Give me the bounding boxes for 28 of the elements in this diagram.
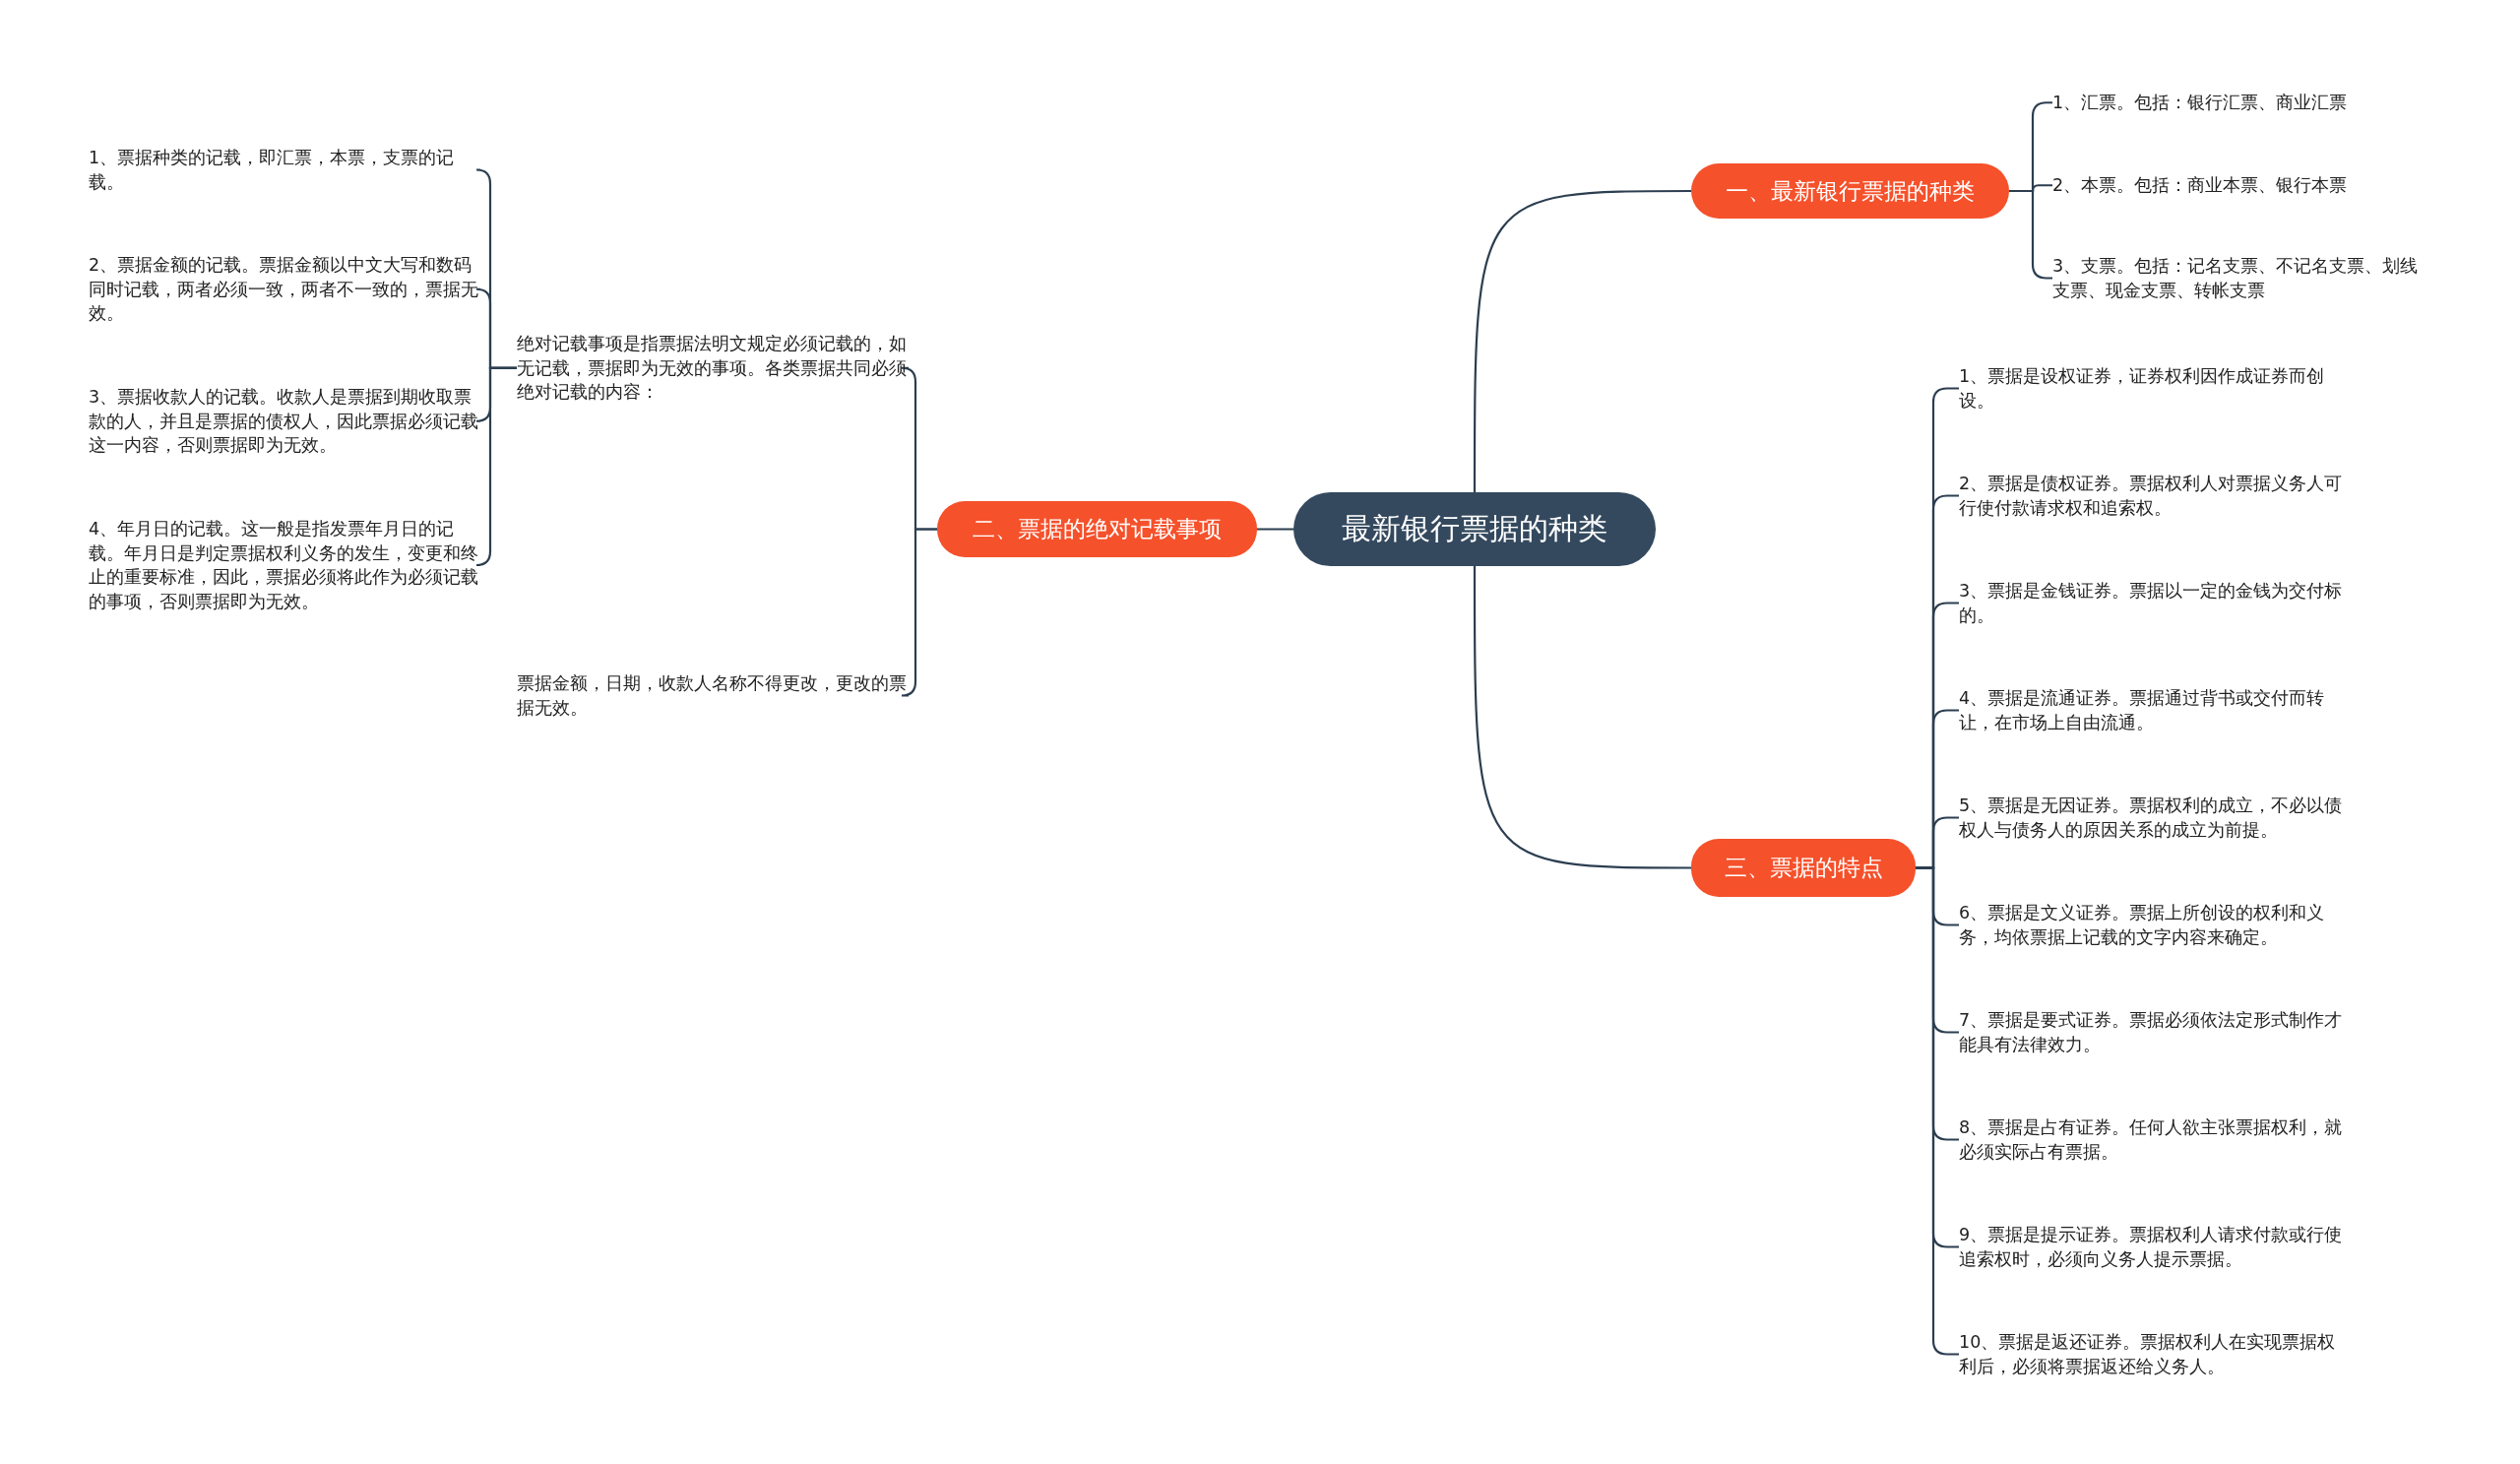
topic-text: 4、年月日的记载。这一般是指发票年月日的记载。年月日是判定票据权利义务的发生，变更和终止的重要标准，因此，票据必须将此作为必须记载的事项，否则票据即为无效。 [89, 517, 480, 613]
topic-text: 票据金额，日期，收款人名称不得更改，更改的票据无效。 [517, 671, 909, 720]
topic-text: 8、票据是占有证券。任何人欲主张票据权利，就必须实际占有票据。 [1959, 1115, 2353, 1164]
topic-text: 2、票据是债权证券。票据权利人对票据义务人可行使付款请求权和追索权。 [1959, 472, 2353, 520]
branch-topic: 三、票据的特点 [1691, 839, 1916, 897]
branch-topic: 一、最新银行票据的种类 [1691, 163, 2009, 219]
topic-text: 3、支票。包括：记名支票、不记名支票、划线支票、现金支票、转帐支票 [2052, 254, 2428, 302]
topic-text: 绝对记载事项是指票据法明文规定必须记载的，如无记载，票据即为无效的事项。各类票据共同必须绝对记载的内容： [517, 332, 909, 405]
topic-text: 1、汇票。包括：银行汇票、商业汇票 [2052, 91, 2466, 115]
connector-line [1473, 189, 1691, 492]
branch-topic: 二、票据的绝对记载事项 [937, 501, 1257, 557]
topic-text: 2、本票。包括：商业本票、银行本票 [2052, 173, 2466, 198]
topic-text: 4、票据是流通证券。票据通过背书或交付而转让，在市场上自由流通。 [1959, 686, 2353, 734]
topic-text: 7、票据是要式证券。票据必须依法定形式制作才能具有法律效力。 [1959, 1008, 2353, 1056]
topic-text: 6、票据是文义证券。票据上所创设的权利和义务，均依票据上记载的文字内容来确定。 [1959, 901, 2353, 949]
topic-text: 3、票据是金钱证券。票据以一定的金钱为交付标的。 [1959, 579, 2353, 627]
connector-line [1473, 566, 1691, 869]
topic-text: 1、票据种类的记载，即汇票，本票，支票的记载。 [89, 146, 480, 194]
topic-text: 10、票据是返还证券。票据权利人在实现票据权利后，必须将票据返还给义务人。 [1959, 1330, 2353, 1378]
topic-text: 9、票据是提示证券。票据权利人请求付款或行使追索权时，必须向义务人提示票据。 [1959, 1223, 2353, 1271]
topic-text: 5、票据是无因证券。票据权利的成立，不必以债权人与债务人的原因关系的成立为前提。 [1959, 794, 2353, 842]
connector-line [900, 528, 937, 697]
connector-line [1257, 528, 1293, 531]
central-topic: 最新银行票据的种类 [1293, 492, 1656, 566]
topic-text: 2、票据金额的记载。票据金额以中文大写和数码同时记载，两者必须一致，两者不一致的，票据无效。 [89, 253, 480, 326]
connector-line [474, 366, 517, 567]
topic-text: 3、票据收款人的记载。收款人是票据到期收取票款的人，并且是票据的债权人，因此票据必须记载这一内容，否则票据即为无效。 [89, 385, 480, 458]
topic-text: 1、票据是设权证券，证券权利因作成证券而创设。 [1959, 364, 2353, 413]
